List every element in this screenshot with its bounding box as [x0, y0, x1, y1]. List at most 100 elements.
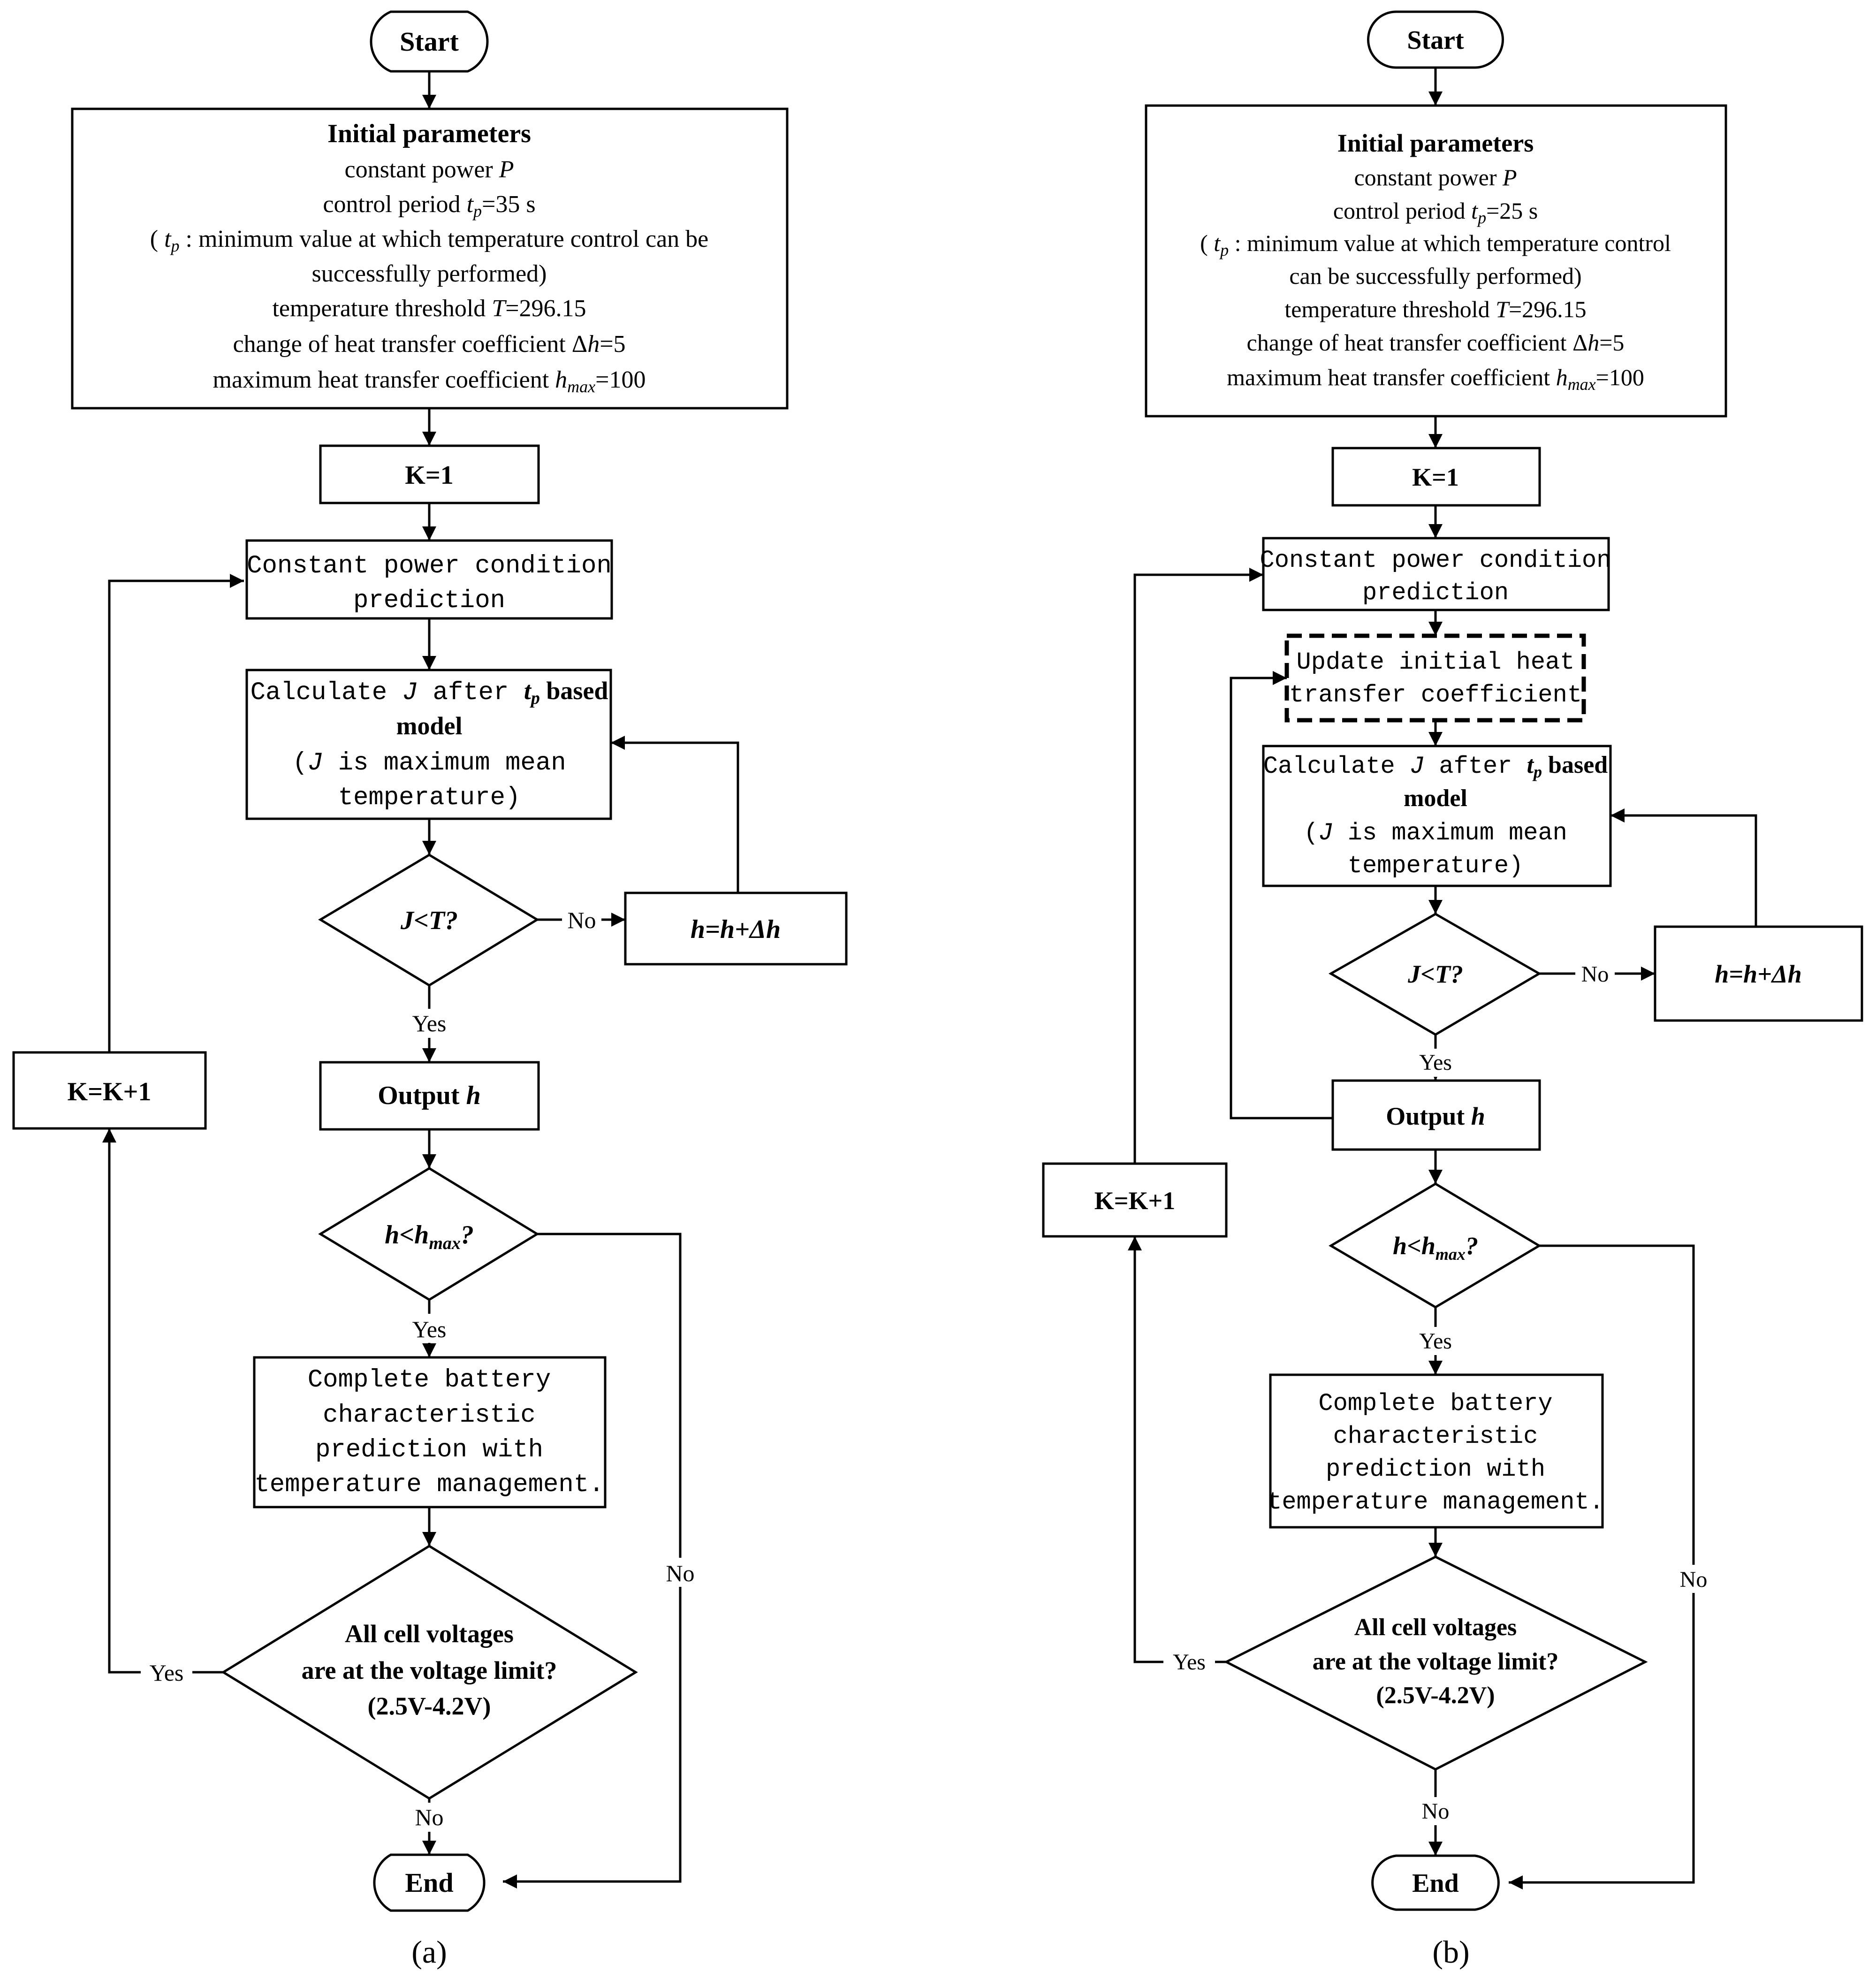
edge-label-b-no-1: No [1581, 962, 1609, 987]
calc-line3-a: (J is maximum mean [292, 749, 566, 777]
edge-label-a-yes-1: Yes [412, 1010, 447, 1036]
decision-voltage-line1-a: All cell voltages [345, 1620, 514, 1648]
init-line-period-b: control period tp=25 s [1333, 198, 1538, 227]
k-init-label-b: K=1 [1412, 463, 1459, 491]
decision-j-lt-t-label-b: J<T? [1407, 960, 1463, 988]
init-line-threshold-b: temperature threshold T=296.15 [1284, 296, 1586, 322]
decision-voltage-limit-a: All cell voltages are at the voltage lim… [221, 1545, 638, 1800]
complete-line3-b: prediction with [1326, 1455, 1545, 1483]
init-line-power-a: constant power P [344, 156, 514, 183]
edge-label-a-no-2: No [666, 1560, 694, 1586]
update-initial-h-box-b: Update initial heat transfer coefficient [1284, 633, 1586, 723]
complete-line1-a: Complete battery [308, 1366, 551, 1394]
output-h-label-b: Output h [1386, 1102, 1485, 1130]
output-h-label-a: Output h [378, 1081, 480, 1110]
end-node-a: End [373, 1853, 486, 1912]
start-node-b: Start [1367, 10, 1504, 69]
complete-prediction-box-b: Complete battery characteristic predicti… [1267, 1373, 1604, 1529]
edge-b-d3-yes [1128, 1236, 1226, 1663]
edge-b-update-h-loop [1610, 808, 1757, 927]
label-bg-a-yes1 [407, 1009, 451, 1038]
update-h-label-a: h=h+Δh [691, 915, 781, 944]
update-initial-line1-b: Update initial heat [1297, 648, 1575, 676]
calc-line4-a: temperature) [338, 784, 521, 812]
complete-line4-b: temperature management. [1267, 1488, 1604, 1516]
decision-j-lt-t-b: J<T? [1328, 913, 1542, 1036]
decision-voltage-line2-a: are at the voltage limit? [302, 1656, 557, 1684]
k-init-box-a: K=1 [319, 444, 540, 504]
decision-voltage-line1-b: All cell voltages [1354, 1614, 1517, 1641]
panel-b: Start Initial parameters constant power … [1042, 10, 1863, 1970]
start-node-a: Start [370, 10, 489, 73]
complete-line2-b: characteristic [1333, 1423, 1538, 1450]
init-line-hmax-a: maximum heat transfer coefficient hmax=1… [213, 366, 646, 396]
init-line-hmax-b: maximum heat transfer coefficient hmax=1… [1227, 364, 1644, 394]
predict-line1-b: Constant power condition [1260, 547, 1611, 574]
start-label-b: Start [1407, 26, 1464, 55]
label-bg-b-yes3 [1163, 1648, 1215, 1676]
decision-h-lt-hmax-label-a: h<hmax? [385, 1220, 474, 1253]
panel-a: Start Initial parameters constant power … [12, 10, 848, 1970]
calc-j-box-a: Calculate J after tp based model (J is m… [245, 669, 612, 820]
complete-line4-a: temperature management. [254, 1470, 604, 1499]
calc-line2-a: model [396, 712, 463, 740]
decision-voltage-line3-a: (2.5V-4.2V) [368, 1692, 491, 1720]
init-line-power-b: constant power P [1354, 164, 1517, 190]
init-line-tp-def-b: ( tp : minimum value at which temperatur… [1200, 230, 1671, 259]
decision-h-lt-hmax-a: h<hmax? [318, 1167, 539, 1301]
edge-label-b-yes-1: Yes [1419, 1050, 1452, 1075]
decision-voltage-line2-b: are at the voltage limit? [1313, 1648, 1559, 1675]
start-label-a: Start [400, 26, 459, 57]
label-bg-a-yes3 [141, 1658, 192, 1687]
predict-line2-a: prediction [353, 587, 505, 615]
init-line-tp-def2-a: successfully performed) [311, 260, 547, 287]
update-h-box-b: h=h+Δh [1654, 925, 1863, 1022]
edge-a-update-loop [611, 736, 739, 893]
calc-line2-b: model [1404, 785, 1467, 812]
init-line-period-a: control period tp=35 s [323, 191, 535, 221]
output-h-box-b: Output h [1331, 1079, 1541, 1151]
edge-label-a-yes-3: Yes [150, 1660, 184, 1686]
calc-line1-a: Calculate J after tp based [251, 677, 608, 708]
init-line-delta-h-b: change of heat transfer coefficient Δh=5 [1247, 329, 1625, 356]
label-bg-b-no2 [1674, 1565, 1713, 1593]
init-params-heading-b: Initial parameters [1337, 129, 1534, 157]
label-bg-a-yes2 [407, 1314, 451, 1343]
edge-b-d2-no [1509, 1244, 1695, 1889]
init-params-box-a: Initial parameters constant power P cont… [71, 107, 789, 410]
edge-b-kinc-loop [1133, 568, 1263, 1164]
update-h-box-a: h=h+Δh [624, 891, 848, 966]
complete-line2-a: characteristic [323, 1401, 536, 1430]
edge-label-b-yes-3: Yes [1173, 1650, 1206, 1675]
complete-prediction-box-a: Complete battery characteristic predicti… [253, 1356, 607, 1508]
k-increment-label-a: K=K+1 [68, 1077, 152, 1106]
decision-voltage-line3-b: (2.5V-4.2V) [1376, 1682, 1495, 1709]
predict-line1-a: Constant power condition [247, 552, 612, 580]
predict-line2-b: prediction [1362, 579, 1509, 607]
k-init-box-b: K=1 [1331, 447, 1541, 507]
decision-j-lt-t-a: J<T? [318, 853, 539, 987]
predict-box-b: Constant power condition prediction [1260, 537, 1611, 611]
label-bg-b-no1 [1575, 960, 1615, 988]
label-bg-a-no3 [410, 1803, 449, 1832]
end-label-b: End [1412, 1869, 1459, 1898]
panel-caption-b: (b) [1432, 1934, 1469, 1970]
edge-label-a-no-1: No [567, 907, 596, 933]
init-params-box-b: Initial parameters constant power P cont… [1145, 104, 1727, 418]
edge-a-kinc-loop [108, 574, 244, 1052]
label-bg-a-no1 [562, 905, 601, 933]
label-bg-b-no3 [1416, 1797, 1455, 1825]
label-bg-b-yes2 [1413, 1327, 1458, 1355]
label-bg-a-no2 [661, 1558, 700, 1587]
edge-b-output-to-update [1230, 671, 1333, 1120]
init-line-delta-h-a: change of heat transfer coefficient Δh=5 [233, 331, 625, 358]
calc-line1-b: Calculate J after tp based [1263, 752, 1608, 781]
panel-caption-a: (a) [411, 1934, 447, 1970]
edge-label-b-yes-2: Yes [1419, 1329, 1452, 1354]
edge-label-a-no-3: No [415, 1804, 443, 1830]
output-h-box-a: Output h [319, 1061, 540, 1131]
k-increment-box-b: K=K+1 [1042, 1162, 1228, 1238]
init-params-heading-a: Initial parameters [327, 119, 531, 148]
k-init-label-a: K=1 [405, 461, 453, 490]
